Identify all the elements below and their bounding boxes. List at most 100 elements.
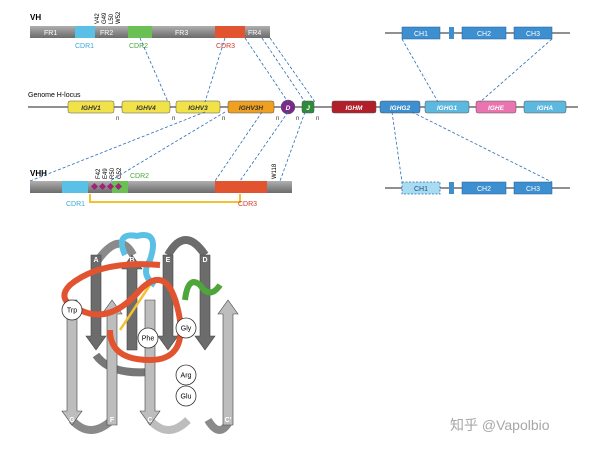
vhh-cdr1-segment — [62, 181, 88, 193]
vh-residue-w52: W52 — [116, 11, 122, 24]
locus-gene-copy-mark: n — [116, 116, 119, 122]
vhh-disulfide-bond — [89, 194, 241, 203]
vhh-constant-region: CH1 CH2 CH3 — [385, 181, 570, 195]
fold-residue-label: Phe — [142, 336, 155, 343]
vhh-ch2-box — [461, 181, 507, 195]
locus-gene-copy-mark: n — [276, 116, 279, 122]
vh-cdr1-label: CDR1 — [75, 43, 94, 50]
vh-fr3-label: FR3 — [175, 30, 188, 37]
beta-strand-label: G — [69, 417, 75, 424]
vh-fr4-label: FR4 — [248, 30, 261, 37]
vh-cdr3-label: CDR3 — [216, 43, 235, 50]
vh-constant-region: CH1 CH2 CH3 — [385, 26, 570, 40]
locus-gene-copy-mark: n — [222, 116, 225, 122]
fold-cdr2-loop — [182, 279, 223, 301]
beta-strand-label: D — [202, 257, 207, 264]
locus-gene-label: IGHA — [537, 105, 554, 112]
vhh-hinge — [449, 182, 454, 194]
fold-residue-trp: Trp — [61, 299, 83, 321]
vhh-ch3-box — [513, 181, 553, 195]
fold-residue-label: Glu — [181, 394, 192, 401]
locus-gene-label: IGHE — [488, 105, 505, 112]
locus-gene-label: IGHV4 — [136, 105, 156, 112]
vh-cdr2-label: CDR2 — [129, 43, 148, 50]
fold-residue-glu: Glu — [175, 385, 197, 407]
locus-gene-label: J — [306, 105, 310, 112]
locus-gene-copy-mark: n — [296, 116, 299, 122]
gene-connector-lines — [29, 37, 553, 183]
vhh-row: VHH CDR1 CDR2 CDR3 F42 E49 R50 G52 W118 — [30, 163, 292, 208]
locus-gene-label: IGHV1 — [81, 105, 101, 112]
vh-hinge — [449, 27, 454, 39]
locus-gene-ighv4: IGHV4 n — [121, 100, 175, 122]
vh-ch3-label: CH3 — [526, 31, 540, 38]
beta-strand-label: B — [129, 257, 134, 264]
vh-fr1-label: FR1 — [44, 30, 57, 37]
vh-cdr2-segment — [128, 26, 152, 38]
locus-gene-label: IGHV3H — [239, 105, 264, 112]
locus-gene-ighe: IGHE — [475, 100, 517, 114]
beta-strand-cprime: C' — [217, 299, 239, 426]
locus-title: Genome H-locus — [28, 92, 81, 99]
vhh-title: VHH — [30, 169, 47, 178]
locus-gene-igha: IGHA — [523, 100, 567, 114]
genome-locus: Genome H-locus IGHV1 n IGHV4 n IGHV3 n IGHV3H n… — [28, 92, 578, 122]
locus-gene-j: Jn — [301, 100, 319, 122]
vh-fr2-label: FR2 — [100, 30, 113, 37]
fold-residue-label: Arg — [181, 373, 192, 380]
locus-gene-ighv3: IGHV3 n — [175, 100, 225, 122]
beta-strand-label: C — [147, 417, 152, 424]
locus-gene-label: IGHM — [346, 105, 364, 112]
vhh-ch1-deleted-box — [401, 181, 441, 195]
vh-ch2-box — [461, 26, 507, 40]
locus-gene-ighg1: IGHG1 — [424, 100, 470, 114]
locus-gene-ighg2: IGHG2 — [379, 100, 421, 114]
vhh-hallmark-markers — [90, 182, 123, 191]
beta-strand-label: A — [93, 257, 98, 264]
fold-cdr3-loop — [61, 261, 184, 364]
vhh-residue-g52: G52 — [117, 167, 123, 179]
vhh-residue-e49: E49 — [103, 168, 109, 179]
fold-residue-gly: Gly — [175, 317, 197, 339]
locus-gene-d: Dn — [280, 99, 299, 122]
vhh-cdr1-label: CDR1 — [66, 201, 85, 208]
vh-ch1-label: CH1 — [414, 31, 428, 38]
vhh-cdr3-label: CDR3 — [238, 201, 257, 208]
vhh-cdr2-label: CDR2 — [130, 173, 149, 180]
locus-gene-label: IGHG2 — [390, 105, 411, 112]
locus-gene-copy-mark: n — [172, 116, 175, 122]
vh-residue-l50: L50 — [109, 13, 115, 24]
vhh-ch1-label: CH1 — [414, 186, 428, 193]
locus-gene-ighv3h: IGHV3H n — [227, 100, 279, 122]
vh-cdr3-segment — [215, 26, 245, 38]
vh-ch3-box — [513, 26, 553, 40]
beta-strand-label: E — [166, 257, 171, 264]
vh-cdr1-segment — [75, 26, 95, 38]
locus-gene-copy-mark: n — [316, 116, 319, 122]
vhh-residue-w118: W118 — [272, 163, 278, 179]
vhh-ch3-label: CH3 — [526, 186, 540, 193]
locus-gene-label: IGHV3 — [188, 105, 208, 112]
vh-residue-g49: G49 — [102, 12, 108, 24]
vhh-residue-f42: F42 — [96, 168, 102, 179]
fold-residue-label: Trp — [67, 308, 77, 315]
vh-ch1-box — [401, 26, 441, 40]
vhh-ch2-label: CH2 — [477, 186, 491, 193]
vhh-cdr3-segment — [215, 181, 267, 193]
beta-strand-d: D — [194, 254, 216, 351]
vh-ch2-label: CH2 — [477, 31, 491, 38]
locus-gene-label: D — [286, 105, 291, 112]
fold-residue-label: Gly — [181, 326, 192, 333]
fold-residue-phe: Phe — [137, 327, 159, 349]
vhh-residue-r50: R50 — [110, 167, 116, 179]
beta-strand-label: C' — [225, 417, 232, 424]
fold-disulfide — [118, 284, 152, 331]
beta-strand-label: F — [110, 417, 115, 424]
watermark: 知乎 @Vapolbio — [450, 417, 550, 433]
vh-residue-v42: V42 — [95, 13, 101, 24]
fold-cdr1-loop — [119, 232, 157, 288]
